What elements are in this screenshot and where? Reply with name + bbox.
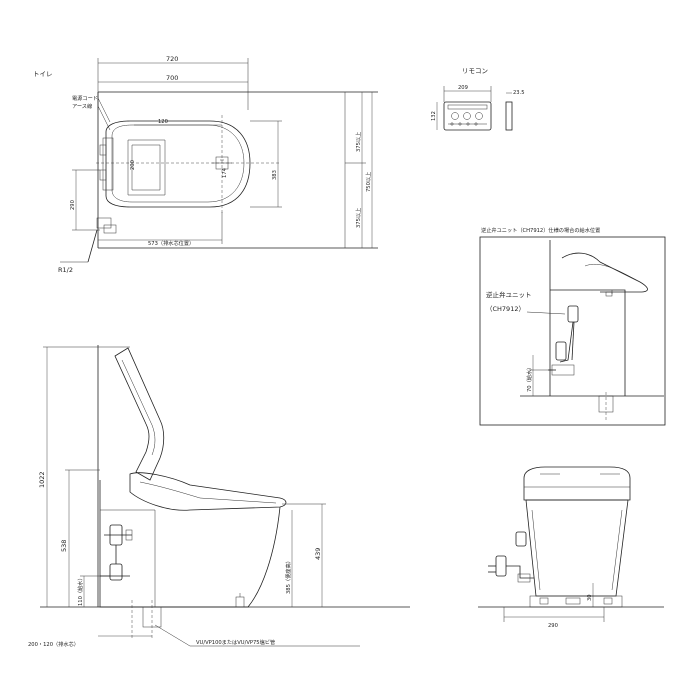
dim-1022: 1022 [38,471,46,488]
dim-375-upper: 375以上 [354,132,362,152]
dim-200: 200 [130,160,136,170]
detail-title: 逆止弁ユニット（CH7912）仕様の場合の給水位置 [481,226,600,234]
power-cord-label: 電源コード [72,94,98,102]
dim-30: 30 [587,594,593,601]
side-view: 1022 538 110（給水） 439 [28,345,410,648]
check-valve-unit-code: （CH7912） [486,305,525,313]
remote-label: リモコン [462,67,488,75]
dim-700: 700 [166,74,178,82]
check-valve-unit-label: 逆止弁ユニット [486,290,532,299]
dim-120: 120 [158,119,168,125]
top-view: 720 700 電源コード アース線 120 200 174 [58,55,378,274]
drain-pipe-label: VU/VP100またはVU/VP75塩ビ管 [196,638,275,646]
dim-439: 439 [314,548,322,560]
dim-720: 720 [166,55,178,63]
dim-538: 538 [60,540,68,552]
dim-383: 383 [272,170,278,180]
remote-depth: 23.5 [513,90,525,96]
dim-70: 70（給水） [525,365,533,392]
remote-view: リモコン 209 132 23.5 [431,67,525,131]
earth-label: アース線 [72,102,92,110]
dim-290-top: 290 [70,200,76,210]
remote-height: 132 [431,111,437,121]
dim-573: 573（排水芯位置） [148,239,194,247]
r12-label: R1/2 [58,266,73,274]
dim-750: 750以上 [364,172,372,192]
dim-290-front: 290 [548,623,558,629]
remote-width: 209 [458,85,468,91]
front-view: 290 30 [478,466,664,629]
dim-375-lower: 375以上 [354,208,362,228]
drawing-title: トイレ [33,70,53,78]
dim-174: 174 [222,167,228,178]
dim-200-120: 200・120（排水芯） [28,640,79,648]
check-valve-detail: 逆止弁ユニット（CH7912）仕様の場合の給水位置 逆止弁ユニット （CH791… [479,226,666,426]
dim-110: 110（給水） [76,575,84,606]
dim-385: 385（便座高） [284,558,292,594]
